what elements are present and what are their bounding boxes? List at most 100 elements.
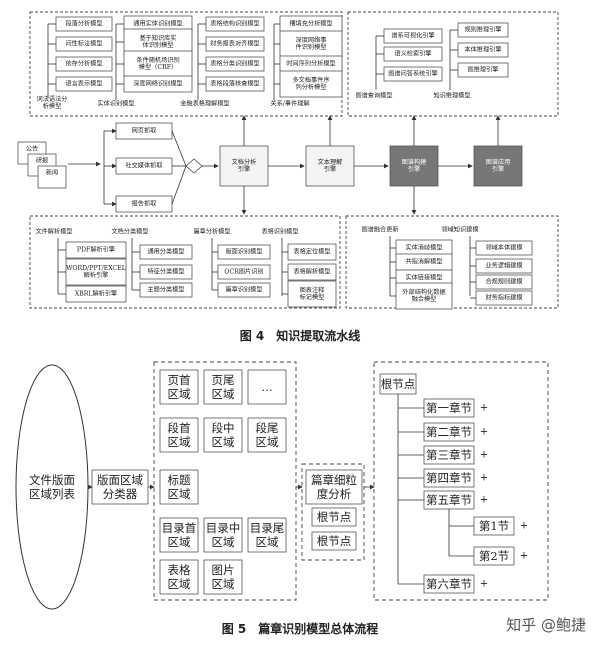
expand-plus: +: [480, 450, 488, 461]
figure-5-caption: 图 5 篇章识别模型总体流程: [221, 622, 379, 636]
chapter-3: 第三章节: [426, 448, 472, 462]
model-item-box: [65, 258, 127, 286]
model-item: 基于知识库实: [139, 34, 176, 42]
model-item: 模型（CRF）: [139, 63, 177, 71]
region-7: 区域: [168, 487, 191, 501]
model-group-label: 析模型: [43, 102, 62, 110]
connector: [171, 130, 187, 167]
engine-graph-application: 图谱应用: [486, 158, 511, 166]
model-item: 问性标注模型: [65, 40, 102, 48]
region-10: 目录尾: [250, 521, 285, 535]
region-7-box: [159, 469, 199, 505]
engine-graph-construction: 图谱构建: [402, 158, 427, 166]
classifier: 分类器: [103, 487, 138, 501]
model-group-label: 篇章分析模型: [193, 228, 230, 236]
region-10-box: [247, 517, 287, 553]
chapter-6-box: [423, 574, 475, 594]
chapter-4-box: [423, 468, 475, 488]
region-7: 标题: [168, 473, 191, 487]
model-item: 通用分类模型: [147, 248, 184, 256]
input-label: 区域列表: [29, 487, 75, 501]
model-item-box: [279, 30, 343, 58]
model-group-label: 领域知识建模: [441, 226, 478, 234]
model-item: 表格定位模型: [293, 248, 330, 256]
model-item: 版面识别模型: [225, 248, 262, 256]
model-item: 件识别模型: [296, 43, 327, 51]
app-item: 图推理引擎: [468, 66, 499, 74]
model-group-label: 关系/事件理解: [270, 100, 309, 108]
region-3-box: [247, 369, 287, 405]
model-item: 表格段落核查模型: [210, 80, 260, 88]
root-node-item: 根节点: [317, 534, 352, 548]
model-group-label: 知识推理模型: [433, 92, 470, 100]
model-item: 业务逻辑建模: [485, 262, 522, 270]
chapter-tree-container: [373, 361, 549, 601]
region-8-box: [159, 517, 199, 553]
region-8: 区域: [168, 535, 191, 549]
watermark: 知乎 @鲍捷: [506, 616, 586, 634]
section-1: 第1节: [479, 519, 509, 533]
region-4: 段首: [168, 421, 191, 435]
document-label: 新闻: [46, 169, 58, 177]
document-label: 研报: [36, 157, 48, 165]
region-9: 目录中: [206, 521, 241, 535]
model-item: 依存分析模型: [65, 60, 102, 68]
model-item: 实体消歧模型: [405, 244, 442, 252]
model-item: 篇章识别模型: [225, 286, 262, 294]
section-2: 第2节: [479, 549, 509, 563]
model-item: 共指消解模型: [405, 258, 442, 266]
app-item: 语义检索引擎: [394, 50, 431, 58]
model-item: 表格分类识别模型: [210, 60, 260, 68]
region-5-box: [203, 417, 243, 453]
root-node-item-box: [311, 531, 357, 551]
model-group-label: 文档分类模型: [111, 228, 148, 236]
model-item: PDF解析引擎: [77, 246, 115, 254]
chapter-1-box: [423, 398, 475, 418]
model-item: 表格结构识别模型: [210, 20, 260, 28]
region-9-box: [203, 517, 243, 553]
classifier-box: [91, 469, 149, 505]
region-3: …: [261, 380, 273, 394]
model-item: 财务指标建模: [485, 294, 522, 302]
model-item-box: [395, 282, 453, 310]
classifier: 版面区域: [97, 473, 143, 487]
model-item: 表格解析模型: [293, 268, 330, 276]
chapter-3-box: [423, 445, 475, 465]
region-2: 区域: [212, 387, 235, 401]
figure-4-caption: 图 4 知识提取流水线: [239, 329, 361, 343]
model-item: 通用实体识别模型: [133, 20, 183, 28]
region-8: 目录首: [162, 521, 197, 535]
engine-document-analysis: 文档分析: [232, 158, 257, 166]
engine-text-understanding: 引擎: [324, 165, 336, 173]
chapter-2: 第二章节: [426, 425, 472, 439]
engine-text-understanding: 文本理解: [318, 158, 343, 166]
region-12: 区域: [212, 577, 235, 591]
source-item: 社交媒体抓取: [125, 162, 162, 170]
model-item: OCR图片识别: [224, 268, 263, 276]
region-12: 图片: [212, 563, 235, 577]
model-item: 领域本体建模: [485, 244, 522, 252]
engine-text-understanding-box: [305, 145, 355, 187]
figure-5-chapter-recognition-flow: 文件版面区域列表版面区域分类器页首区域页尾区域…段首区域段中区域段尾区域标题区域…: [15, 361, 549, 610]
expand-plus: +: [480, 579, 488, 590]
model-item: 语言表示模型: [65, 80, 102, 88]
region-11-box: [159, 559, 199, 595]
app-item: 本体推理引擎: [464, 46, 501, 54]
engine-document-analysis: 引擎: [238, 165, 250, 173]
chapter-5: 第五章节: [426, 493, 472, 507]
model-item: 标记模型: [300, 293, 325, 301]
top-right-models-region: [347, 11, 559, 117]
region-9: 区域: [212, 535, 235, 549]
section-1-box: [473, 516, 515, 536]
input-label: 文件版面: [29, 473, 75, 487]
fine-grained-analysis: 篇章细粒: [311, 473, 357, 487]
expand-plus: +: [480, 403, 488, 414]
source-item: 报告抓取: [132, 200, 157, 208]
expand-plus: +: [480, 495, 488, 506]
region-6: 区域: [256, 435, 279, 449]
model-item: 财务报表对齐模型: [210, 40, 260, 48]
region-1-box: [159, 369, 199, 405]
model-item: 融合模型: [412, 295, 437, 303]
analysis-container: [301, 463, 365, 561]
